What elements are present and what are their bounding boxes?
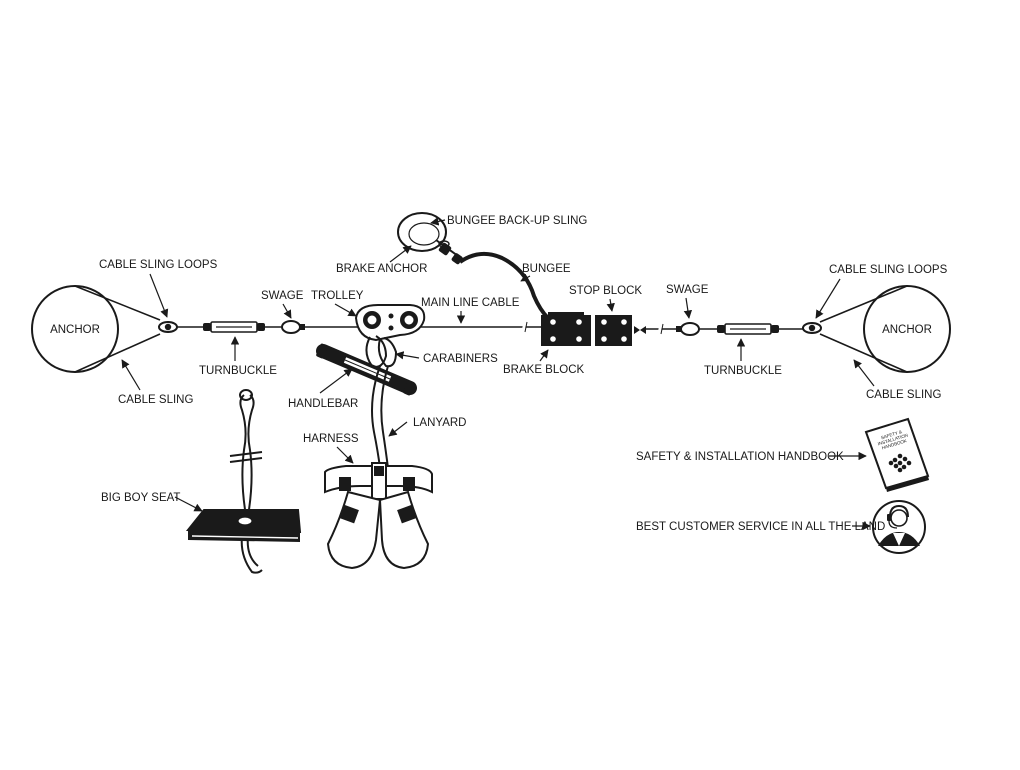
handbook-cover-line-1: SAFETY & (880, 429, 902, 440)
brake-block-icon (541, 312, 591, 346)
label-cable-sling-loops-right: CABLE SLING LOOPS (815, 264, 948, 319)
label-carabiners: CARABINERS (395, 351, 498, 365)
turnbuckle-left-text: TURNBUCKLE (199, 365, 277, 377)
label-main-line-cable: MAIN LINE CABLE (421, 297, 520, 324)
label-brake-block: BRAKE BLOCK (503, 349, 584, 376)
big-boy-seat-text: BIG BOY SEAT (101, 492, 180, 504)
swage-right-icon (676, 322, 700, 336)
anchor-right: ANCHOR (863, 285, 951, 373)
label-swage-left: SWAGE (261, 290, 304, 319)
label-bungee: BUNGEE (520, 263, 571, 282)
cable-break-mark (524, 321, 528, 333)
handbook-text: SAFETY & INSTALLATION HANDBOOK (636, 451, 844, 463)
label-turnbuckle-left: TURNBUCKLE (199, 336, 277, 377)
cable-sling-loops-left-text: CABLE SLING LOOPS (99, 259, 218, 271)
cable-cross-section-icon (888, 453, 912, 473)
swage-right-text: SWAGE (666, 284, 709, 296)
brake-block-text: BRAKE BLOCK (503, 364, 584, 376)
handlebar-text: HANDLEBAR (288, 398, 358, 410)
turnbuckle-right-icon (717, 323, 779, 335)
label-brake-anchor: BRAKE ANCHOR (336, 245, 427, 275)
label-handbook: SAFETY & INSTALLATION HANDBOOK (636, 451, 867, 463)
label-lanyard: LANYARD (388, 417, 466, 437)
bungee-backup-sling-text: BUNGEE BACK-UP SLING (447, 215, 587, 227)
carabiners-text: CARABINERS (423, 353, 498, 365)
bungee-cord (458, 251, 550, 320)
label-trolley: TROLLEY (311, 290, 364, 317)
stop-block-icon (595, 315, 646, 346)
stop-block-text: STOP BLOCK (569, 285, 642, 297)
trolley-icon (354, 304, 426, 342)
label-customer-service: BEST CUSTOMER SERVICE IN ALL THE LAND (636, 521, 885, 533)
headset-person-icon (872, 500, 926, 554)
turnbuckle-right-text: TURNBUCKLE (704, 365, 782, 377)
cable-sling-right (802, 285, 908, 373)
lanyard-strap (371, 365, 381, 469)
carabiner-icon (365, 335, 398, 368)
label-handlebar: HANDLEBAR (288, 368, 358, 410)
customer-service-text: BEST CUSTOMER SERVICE IN ALL THE LAND (636, 521, 885, 533)
handlebar-icon (316, 343, 417, 396)
cable-sling-left-text: CABLE SLING (118, 394, 193, 406)
cable-break (521, 321, 527, 333)
harness-icon (324, 462, 433, 570)
label-swage-right: SWAGE (666, 284, 709, 319)
label-big-boy-seat: BIG BOY SEAT (101, 492, 203, 512)
seat-icon (185, 509, 302, 542)
lanyard-text: LANYARD (413, 417, 466, 429)
anchor-left-label: ANCHOR (50, 324, 100, 336)
anchor-right-label: ANCHOR (882, 324, 932, 336)
cable-sling-loops-right-text: CABLE SLING LOOPS (829, 264, 948, 276)
label-turnbuckle-right: TURNBUCKLE (704, 338, 782, 377)
book-icon: SAFETY & INSTALLATION HANDBOOK (864, 417, 930, 492)
label-cable-sling-left: CABLE SLING (118, 359, 193, 406)
label-cable-sling-right: CABLE SLING (853, 359, 941, 401)
cable-break-mark (660, 323, 664, 335)
main-line-cable-text: MAIN LINE CABLE (421, 297, 520, 309)
bungee-text: BUNGEE (522, 263, 571, 275)
trolley-text: TROLLEY (311, 290, 364, 302)
brake-anchor-text: BRAKE ANCHOR (336, 263, 427, 275)
lanyard-strap-inner (380, 365, 389, 469)
label-harness: HARNESS (303, 433, 359, 464)
harness-text: HARNESS (303, 433, 359, 445)
seat-rope-icon (229, 389, 263, 574)
turnbuckle-left-icon (203, 321, 265, 333)
cable-sling-right-text: CABLE SLING (866, 389, 941, 401)
label-bungee-backup-sling: BUNGEE BACK-UP SLING (430, 215, 587, 227)
label-stop-block: STOP BLOCK (569, 285, 642, 312)
cable-break (657, 323, 663, 335)
swage-left-text: SWAGE (261, 290, 304, 302)
label-cable-sling-loops-left: CABLE SLING LOOPS (99, 259, 218, 318)
swage-left-icon (281, 320, 305, 334)
